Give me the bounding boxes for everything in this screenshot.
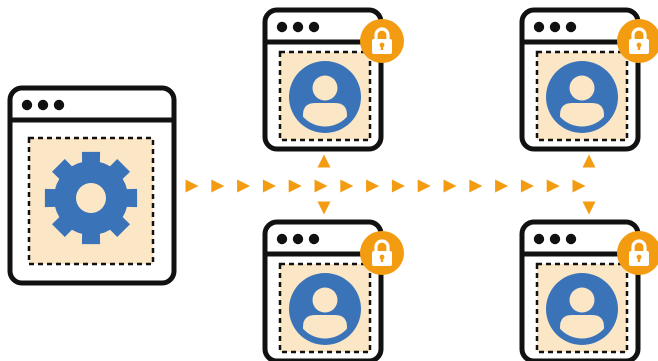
lock-icon [617,231,658,275]
arrow-down [317,201,331,215]
client-window-top-right [519,7,658,152]
arrow-right [391,179,405,193]
arrow-down [582,201,596,215]
window-dot [21,99,33,111]
user-icon [289,273,361,345]
client-window-top-left [262,7,404,152]
lock-icon [360,19,404,63]
window-dot [549,233,561,245]
arrow-right [443,179,457,193]
hub-window [7,85,177,286]
arrow-right [211,179,225,193]
arrow-right [314,179,328,193]
client-window-bottom-right [519,219,658,361]
window-dot [533,233,545,245]
user-icon [546,273,618,345]
arrow-right [340,179,354,193]
client-window-bottom-left [262,219,404,361]
window-dot [565,233,577,245]
user-icon [546,61,618,133]
arrow-right [185,179,199,193]
arrow-right [288,179,302,193]
window-dot [565,21,577,33]
arrow-right [469,179,483,193]
window-dot [37,99,49,111]
window-dot [308,21,320,33]
arrow-up [317,154,331,168]
window-dot [533,21,545,33]
arrow-right [520,179,534,193]
window-dot [276,233,288,245]
lock-icon [617,19,658,63]
gear-icon [44,151,138,245]
arrow-right [366,179,380,193]
arrow-right [237,179,251,193]
lock-icon [360,231,404,275]
user-icon [289,61,361,133]
window-dot [292,21,304,33]
arrow-right [417,179,431,193]
arrow-up [582,154,596,168]
window-dot [292,233,304,245]
window-dot [53,99,65,111]
connector-arrows [185,154,596,215]
window-dot [308,233,320,245]
window-dot [276,21,288,33]
arrow-right [546,179,560,193]
arrow-right [495,179,509,193]
window-dot [549,21,561,33]
arrow-right [262,179,276,193]
arrow-right [572,179,586,193]
